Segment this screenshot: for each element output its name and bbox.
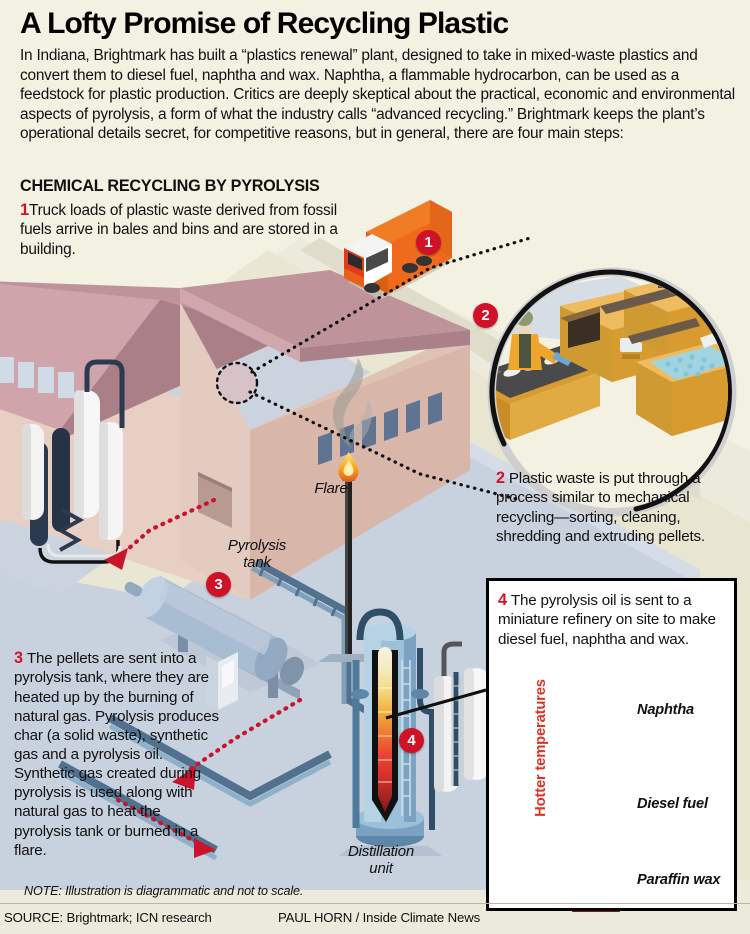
step-3-body: The pellets are sent into a pyrolysis ta…: [14, 650, 219, 859]
callout-marker-1[interactable]: 1: [416, 230, 441, 255]
note-text: NOTE: Illustration is diagrammatic and n…: [24, 884, 304, 898]
deck-paragraph: In Indiana, Brightmark has built a “plas…: [20, 47, 735, 143]
label-flare: Flare: [314, 480, 348, 497]
distillation-unit: [338, 608, 442, 856]
fraction-label-diesel-fuel: Diesel fuel: [637, 796, 708, 812]
step-1-number: 1: [20, 201, 29, 219]
step-4-body: The pyrolysis oil is sent to a miniature…: [498, 592, 716, 648]
pyrolysis-tank: [124, 558, 374, 718]
fraction-label-paraffin-wax: Paraffin wax: [637, 872, 721, 888]
step-4-number: 4: [498, 591, 507, 609]
step-2-text-block: 2 Plastic waste is put through a process…: [496, 468, 736, 546]
page-title: A Lofty Promise of Recycling Plastic: [20, 7, 509, 40]
worker-figure: [508, 310, 572, 370]
garbage-truck: [344, 200, 452, 300]
step-1-text-block: 1Truck loads of plastic waste derived fr…: [20, 200, 350, 259]
step-4-text-block: 4 The pyrolysis oil is sent to a miniatu…: [498, 590, 726, 649]
label-distillation-unit: Distillation unit: [348, 843, 414, 878]
section-title: CHEMICAL RECYCLING BY PYROLYSIS: [20, 177, 320, 195]
step-3-number: 3: [14, 649, 23, 667]
source-credit: SOURCE: Brightmark; ICN research: [4, 910, 212, 925]
step-2-number: 2: [496, 469, 505, 487]
callout-marker-2[interactable]: 2: [473, 303, 498, 328]
callout-marker-3[interactable]: 3: [206, 572, 231, 597]
hotter-temperatures-label: Hotter temperatures: [533, 679, 549, 817]
step-2-body: Plastic waste is put through a process s…: [496, 470, 705, 545]
product-tanks: [434, 641, 490, 792]
step-1-body: Truck loads of plastic waste derived fro…: [20, 202, 338, 258]
callout-marker-4[interactable]: 4: [399, 728, 424, 753]
label-pyrolysis-tank: Pyrolysis tank: [227, 537, 287, 572]
step4-inset-panel: [486, 578, 737, 911]
step-3-text-block: 3 The pellets are sent into a pyrolysis …: [14, 648, 220, 860]
footer-divider: [0, 903, 750, 904]
fraction-label-naphtha: Naphtha: [637, 702, 694, 718]
author-credit: PAUL HORN / Inside Climate News: [278, 910, 481, 925]
